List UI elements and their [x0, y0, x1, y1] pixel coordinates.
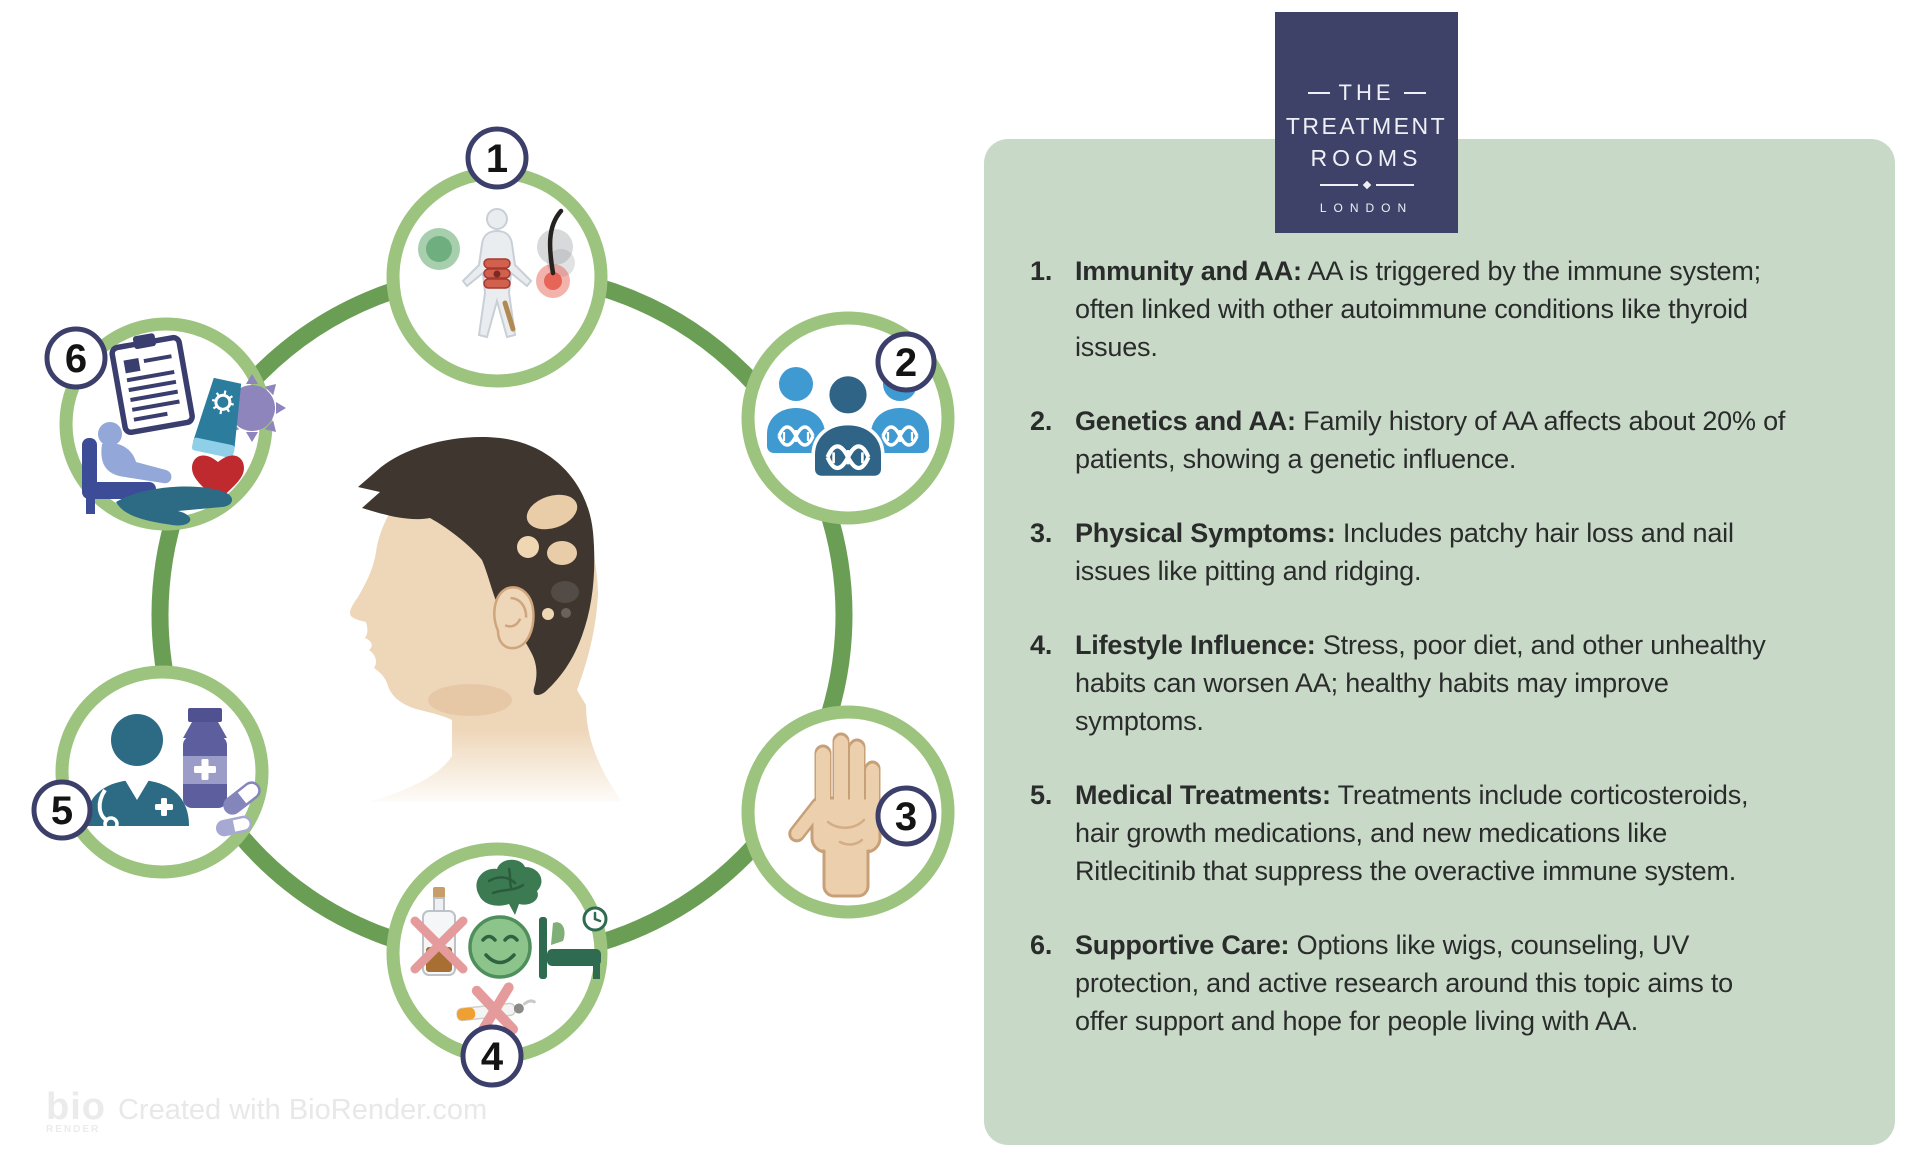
biorender-logo: bio RENDER	[46, 1086, 106, 1135]
badge-6-number: 6	[65, 337, 87, 381]
node-genetics: 2	[741, 311, 955, 525]
immune-cell-icon	[418, 228, 460, 270]
divider-diamond	[1362, 180, 1371, 190]
badge-5-number: 5	[51, 789, 73, 833]
list-item-treatments: 5. Medical Treatments: Treatments includ…	[1030, 776, 1840, 890]
item-text: Physical Symptoms: Includes patchy hair …	[1075, 518, 1734, 586]
item-text: Lifestyle Influence: Stress, poor diet, …	[1075, 630, 1766, 736]
item-number: 4.	[1030, 630, 1053, 660]
item-text: Supportive Care: Options like wigs, coun…	[1075, 930, 1733, 1036]
badge-4	[460, 1024, 524, 1088]
logo-the-row: THE	[1307, 80, 1426, 106]
clipboard-icon	[109, 333, 195, 436]
item-number: 3.	[1030, 518, 1053, 548]
supporting-hand-icon	[116, 486, 233, 526]
bald-patches	[517, 494, 579, 620]
badge-2	[875, 331, 937, 393]
bone-icon	[502, 300, 516, 332]
treatment-rooms-logo: THE TREATMENT ROOMS LONDON	[1275, 12, 1458, 233]
list-item-lifestyle: 4. Lifestyle Influence: Stress, poor die…	[1030, 626, 1840, 740]
info-panel	[984, 139, 1895, 1145]
ear	[493, 586, 535, 650]
divider-line-right	[1375, 184, 1414, 186]
badge-3-number: 3	[895, 795, 917, 839]
badge-1-number: 1	[486, 137, 508, 181]
item-text: Medical Treatments: Treatments include c…	[1075, 780, 1749, 886]
node-supportive-care: 6	[44, 317, 286, 531]
item-text: Genetics and AA: Family history of AA af…	[1075, 406, 1786, 474]
sunscreen-tube-icon	[191, 377, 242, 458]
watermark-text: Created with BioRender.com	[117, 1094, 488, 1126]
badge-6	[44, 326, 108, 390]
biorender-watermark: bio RENDER Created with BioRender.com	[46, 1086, 488, 1135]
logo-treatment: TREATMENT	[1285, 113, 1448, 139]
item-number: 5.	[1030, 780, 1053, 810]
logo-rooms: ROOMS	[1310, 145, 1423, 171]
no-smoking-icon	[456, 982, 536, 1038]
badge-5	[31, 779, 93, 841]
alopecia-cycle-diagram: 1 2	[31, 126, 955, 1088]
counseling-chair-icon	[82, 422, 172, 514]
logo-dash-left	[1307, 92, 1330, 94]
badge-1	[465, 126, 529, 190]
item-number: 1.	[1030, 256, 1053, 286]
aa-facts-list: 1. Immunity and AA: AA is triggered by t…	[1030, 252, 1840, 1076]
doctor-icon	[85, 714, 189, 832]
lifestyle-habits-icon	[410, 859, 608, 1038]
intestine-icon	[483, 258, 511, 289]
logo-london: LONDON	[1319, 201, 1414, 215]
logo-divider	[1319, 180, 1414, 190]
badge-4-number: 4	[481, 1035, 504, 1079]
node-immunity: 1	[386, 126, 608, 388]
immune-system-body-icon	[418, 208, 575, 339]
biorender-logo-render: RENDER	[46, 1124, 101, 1135]
badge-2-number: 2	[895, 341, 917, 385]
logo-dash-right	[1403, 92, 1426, 94]
doctor-medications-icon	[85, 708, 261, 837]
supportive-care-icon	[82, 333, 286, 526]
badge-3	[875, 785, 937, 847]
item-number: 2.	[1030, 406, 1053, 436]
brain-icon	[476, 859, 542, 915]
hair-follicle-inflammation-icon	[536, 208, 575, 298]
heart-icon	[192, 455, 244, 504]
node-treatments: 5	[31, 665, 269, 879]
item-number: 6.	[1030, 930, 1053, 960]
no-alcohol-icon	[410, 887, 468, 976]
medicine-bottle-icon	[183, 708, 227, 808]
list-item-genetics: 2. Genetics and AA: Family history of AA…	[1030, 402, 1840, 478]
list-item-immunity: 1. Immunity and AA: AA is triggered by t…	[1030, 252, 1840, 366]
sleep-bed-icon	[539, 906, 608, 979]
hand-symptoms-icon	[788, 732, 882, 898]
list-item-symptoms: 3. Physical Symptoms: Includes patchy ha…	[1030, 514, 1840, 590]
biorender-logo-bio: bio	[46, 1086, 106, 1128]
divider-line-left	[1319, 184, 1358, 186]
item-text: Immunity and AA: AA is triggered by the …	[1075, 256, 1761, 362]
logo-the: THE	[1338, 80, 1395, 105]
list-item-supportive-care: 6. Supportive Care: Options like wigs, c…	[1030, 926, 1840, 1040]
man-head-alopecia-illustration	[290, 436, 640, 808]
node-symptoms: 3	[741, 705, 955, 919]
calm-face-icon	[468, 915, 532, 979]
node-lifestyle: 4	[386, 842, 608, 1088]
pills-icon	[215, 781, 261, 837]
